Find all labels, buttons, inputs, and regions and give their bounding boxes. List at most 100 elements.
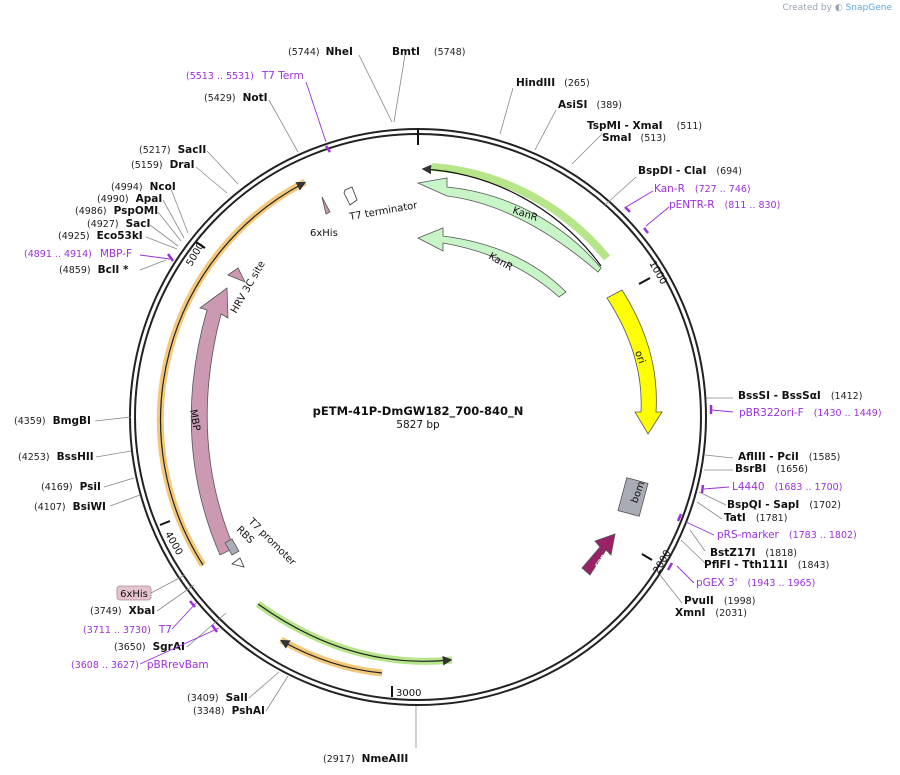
svg-text:(4990)ApaI: (4990)ApaI bbox=[97, 193, 162, 205]
kanr-inner-arrow[interactable] bbox=[417, 227, 567, 298]
kanr-outer-arrow[interactable] bbox=[416, 177, 602, 273]
enzyme-eco53ki: Eco53kI bbox=[97, 230, 143, 242]
enzyme-ncoi-pos: (4994) bbox=[111, 182, 143, 193]
t7-terminator-arrow[interactable] bbox=[343, 186, 358, 206]
svg-text:(5429)NotI: (5429)NotI bbox=[204, 92, 268, 104]
svg-text:(3348)PshAI: (3348)PshAI bbox=[193, 705, 265, 717]
enzyme-bmti-pos: (5748) bbox=[434, 47, 466, 58]
primer-t7term-range: (5513 .. 5531) bbox=[186, 71, 254, 82]
tick-label-1000: 1000 bbox=[646, 259, 668, 287]
enzyme-pshai: PshAI bbox=[232, 705, 265, 717]
svg-text:BsrBI(1656): BsrBI (1656) bbox=[735, 463, 808, 475]
enzyme-nmeaiii: NmeAIII bbox=[362, 753, 409, 765]
enzyme-hindiii: HindIII bbox=[516, 77, 555, 89]
svg-text:(5744)NheI: (5744)NheI bbox=[288, 46, 353, 58]
primer-pgex3-range: (1943 .. 1965) bbox=[748, 578, 816, 589]
primer-pbr322ori-f: pBR322ori-F bbox=[739, 407, 804, 419]
t7-promoter-arrow[interactable] bbox=[231, 557, 245, 568]
svg-text:(4859)BclI *: (4859) BclI * bbox=[59, 264, 129, 276]
enzyme-bcli-pos: (4859) bbox=[59, 265, 91, 276]
enzymes-right-leaders bbox=[499, 87, 734, 604]
enzyme-bsiwi: BsiWI bbox=[73, 501, 106, 513]
enzyme-bmgbi-pos: (4359) bbox=[14, 416, 46, 427]
bom-feature[interactable] bbox=[617, 477, 649, 517]
svg-text:BssSI - BssSαI(1412): BssSI - BssSαI(1412) bbox=[738, 390, 862, 402]
mbp-orf-highlight bbox=[156, 178, 307, 567]
svg-text:pGEX 3'(1943 .. 1965): pGEX 3'(1943 .. 1965) bbox=[696, 577, 815, 589]
svg-text:XmnI(2031): XmnI (2031) bbox=[675, 607, 747, 619]
enzyme-bsshii-pos: (4253) bbox=[18, 452, 50, 463]
primer-leaders bbox=[139, 81, 734, 665]
enzyme-sacii: SacII bbox=[178, 144, 207, 156]
enzyme-smai: SmaI bbox=[602, 132, 632, 144]
hrv-site-arrow[interactable] bbox=[227, 267, 246, 283]
svg-text:(4107)BsiWI: (4107) BsiWI bbox=[34, 501, 106, 513]
enzyme-pvuii-pos: (1998) bbox=[724, 596, 756, 607]
sixhis-top-arrow[interactable] bbox=[321, 196, 331, 215]
svg-text:pRS-marker(1783 .. 1802): pRS-marker(1783 .. 1802) bbox=[717, 529, 857, 541]
enzyme-apai-pos: (4990) bbox=[97, 194, 129, 205]
enzyme-bsiwi-pos: (4107) bbox=[34, 502, 66, 513]
t7-terminator-label: T7 terminator bbox=[348, 200, 420, 223]
primer-mbp-f-range: (4891 .. 4914) bbox=[24, 249, 92, 260]
enzyme-xmni: XmnI bbox=[675, 607, 705, 619]
primer-mbp-f: MBP-F bbox=[100, 248, 132, 260]
enzyme-noti: NotI bbox=[243, 92, 268, 104]
primer-prs-marker: pRS-marker bbox=[717, 529, 780, 541]
enzyme-psii-pos: (4169) bbox=[41, 482, 73, 493]
svg-text:PvuII(1998): PvuII(1998) bbox=[684, 595, 755, 607]
enzyme-pspomi: PspOMI bbox=[114, 205, 159, 217]
credit-prefix: Created by bbox=[782, 3, 832, 13]
tick-marks bbox=[159, 129, 653, 697]
plasmid-name: pETM-41P-DmGW182_700-840_N bbox=[313, 404, 524, 419]
bottom-orf-green-highlight bbox=[255, 601, 453, 665]
enzyme-afliii-pcii: AflIII - PciI bbox=[738, 451, 799, 463]
snapgene-credit: Created by ◐ SnapGene bbox=[782, 3, 892, 13]
rbs-feature[interactable] bbox=[224, 538, 240, 556]
enzyme-asisi-pos: (389) bbox=[596, 100, 622, 111]
enzyme-bstz17i: BstZ17I bbox=[710, 547, 755, 559]
tick-label-3000: 3000 bbox=[396, 688, 421, 699]
svg-text:(2917)NmeAIII: (2917) NmeAIII bbox=[323, 753, 408, 765]
svg-text:BspQI - SapI(1702): BspQI - SapI(1702) bbox=[727, 499, 841, 511]
enzyme-psppomi-pos: (4986) bbox=[75, 206, 107, 217]
mbp-orf-line bbox=[160, 181, 307, 566]
enzyme-bcli: BclI * bbox=[98, 264, 129, 276]
enzyme-bspdi-clai-pos: (694) bbox=[716, 166, 742, 177]
enzyme-saci: SacI bbox=[126, 218, 151, 230]
enzyme-afliii-pcii-pos: (1585) bbox=[809, 452, 841, 463]
svg-text:(3650)SgrAI: (3650)SgrAI bbox=[114, 641, 185, 653]
svg-text:Kan-R(727 .. 746): Kan-R(727 .. 746) bbox=[654, 183, 751, 195]
enzyme-xmni-pos: (2031) bbox=[715, 608, 747, 619]
svg-text:(4891 .. 4914)MBP-F: (4891 .. 4914) MBP-F bbox=[24, 248, 132, 260]
svg-text:BspDI - ClaI(694): BspDI - ClaI(694) bbox=[638, 165, 742, 177]
enzyme-bsrbi-pos: (1656) bbox=[776, 464, 808, 475]
sixhis-box-label: 6xHis bbox=[120, 589, 148, 600]
enzyme-nmeaiii-pos: (2917) bbox=[323, 754, 355, 765]
enzyme-xbai-pos: (3749) bbox=[90, 606, 122, 617]
primer-pentr-r: pENTR-R bbox=[669, 199, 715, 211]
mbp-arrow[interactable] bbox=[190, 287, 235, 556]
ori-arrow[interactable] bbox=[606, 289, 663, 435]
svg-text:(5159)DraI: (5159)DraI bbox=[131, 159, 194, 171]
svg-text:(4169)PsiI: (4169)PsiI bbox=[41, 481, 101, 493]
rop-arrow[interactable] bbox=[581, 533, 616, 576]
svg-text:(4994)NcoI: (4994)NcoI bbox=[111, 181, 176, 193]
svg-text:(4925)Eco53kI: (4925) Eco53kI bbox=[58, 230, 143, 242]
svg-text:L4440(1683 .. 1700): L4440(1683 .. 1700) bbox=[732, 481, 842, 493]
plasmid-length: 5827 bp bbox=[396, 419, 440, 431]
enzyme-sali-pos: (3409) bbox=[187, 693, 219, 704]
enzyme-bsssi-pos: (1412) bbox=[831, 391, 863, 402]
enzyme-bsrbi: BsrBI bbox=[735, 463, 766, 475]
enzyme-drai-pos: (5159) bbox=[131, 160, 163, 171]
primer-t7term: T7 Term bbox=[261, 70, 304, 82]
enzyme-xbai: XbaI bbox=[129, 605, 156, 617]
svg-text:SmaI(513): SmaI(513) bbox=[602, 132, 666, 144]
bottom-orf-green-line bbox=[257, 603, 453, 666]
svg-text:(4253)BssHII: (4253)BssHII bbox=[18, 451, 94, 463]
enzyme-eco53ki-pos: (4925) bbox=[58, 231, 90, 242]
primer-t7-range: (3711 .. 3730) bbox=[83, 625, 151, 636]
svg-text:(5513 .. 5531)T7 Term: (5513 .. 5531) T7 Term bbox=[186, 70, 304, 82]
svg-text:AflIII - PciI(1585): AflIII - PciI (1585) bbox=[738, 451, 840, 463]
